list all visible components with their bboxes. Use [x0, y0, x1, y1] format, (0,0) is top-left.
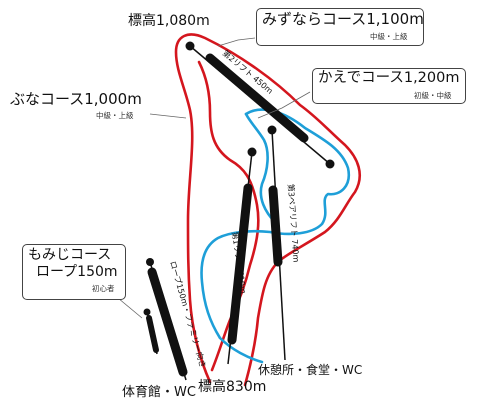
buna-leader: [149, 113, 187, 119]
momiji-name-line2: ロープ150m: [36, 264, 118, 280]
lift2-top-station: [185, 41, 195, 51]
callout-leaders: [117, 37, 311, 319]
mizunara-name: みずならコース1,100m: [262, 10, 424, 28]
lift3-bar: [268, 185, 283, 267]
kaede-name: かえでコース1,200m: [318, 70, 460, 86]
rope-bar: [147, 267, 188, 377]
lift3-top-station: [267, 125, 277, 135]
mizunara-leader: [217, 37, 256, 47]
blue-course-main: [200, 108, 351, 364]
buna-name: ぶなコース1,000m: [10, 90, 142, 108]
blue-course-lines: [200, 108, 351, 364]
lifts: [143, 41, 335, 381]
lift1-bar: [227, 183, 253, 345]
rest-area-label: 休憩所・食堂・WC: [258, 363, 363, 377]
lift2-bottom-station: [325, 159, 335, 169]
lift3-label: 第3ペアリフト 740m: [286, 183, 301, 262]
mizunara-callout: [256, 8, 424, 46]
peak-elevation-label: 標高1,080m: [128, 13, 210, 29]
lift1-top-station: [247, 147, 257, 157]
kaede-leader: [257, 91, 311, 119]
lift2-bar: [205, 53, 309, 143]
mizunara-level: 中級・上級: [370, 32, 408, 41]
gym-label: 体育館・WC: [122, 385, 196, 400]
base-elevation-label: 標高830m: [198, 379, 267, 395]
kaede-level: 初級・中級: [414, 91, 452, 100]
kaede-callout: [312, 68, 466, 104]
momiji-leader: [117, 297, 143, 319]
rope-top-station: [146, 258, 154, 266]
beginner-tow-bar: [146, 315, 159, 353]
momiji-level: 初心者: [92, 284, 115, 293]
beginner-tow-station: [143, 308, 151, 316]
momiji-name-line1: もみじコース: [28, 247, 112, 263]
blue-course-branch: [244, 112, 277, 224]
buna-level: 中級・上級: [96, 111, 134, 120]
momiji-callout: [22, 244, 126, 300]
